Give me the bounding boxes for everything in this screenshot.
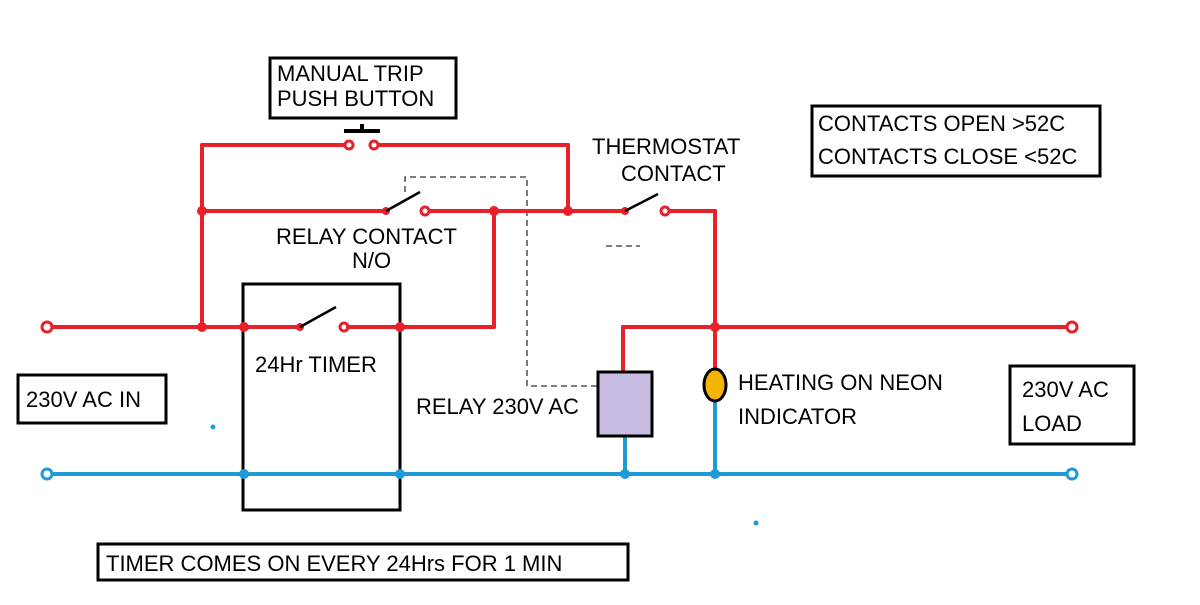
relay-coil (596, 370, 654, 438)
neutral-wiring (45, 399, 1074, 476)
manual-trip-push-button (343, 124, 380, 151)
neutral-in-terminal (40, 467, 54, 481)
ac-in-label-box: 230V AC IN (16, 373, 168, 425)
live-load-terminal (1065, 320, 1079, 334)
neon-lamp-icon (702, 367, 728, 403)
stray-dot (753, 520, 759, 526)
contacts-close-label: CONTACTS CLOSE <52C (818, 144, 1077, 169)
neutral-load-terminal (1065, 467, 1079, 481)
timer-label: 24Hr TIMER (255, 352, 377, 377)
relay-label: RELAY 230V AC (416, 394, 579, 419)
relay-mechanical-link (404, 176, 597, 387)
manual-trip-label-line2: PUSH BUTTON (277, 86, 434, 111)
live-wiring (45, 143, 1074, 374)
load-label-line2: LOAD (1022, 411, 1082, 436)
timer-note-label-box: TIMER COMES ON EVERY 24Hrs FOR 1 MIN (96, 542, 630, 582)
contacts-open-label: CONTACTS OPEN >52C (818, 111, 1065, 136)
live-in-terminal (40, 320, 54, 334)
timer-note-label: TIMER COMES ON EVERY 24Hrs FOR 1 MIN (106, 551, 562, 576)
relay-contact-switch (382, 190, 431, 217)
contacts-threshold-label-box: CONTACTS OPEN >52C CONTACTS CLOSE <52C (810, 104, 1102, 178)
thermostat-label-line1: THERMOSTAT (592, 134, 740, 159)
timer-contact-switch (242, 305, 402, 333)
timer-box (241, 282, 402, 512)
load-label-box: 230V AC LOAD (1008, 364, 1136, 446)
junction-nodes (197, 206, 720, 479)
relay-contact-label-line2: N/O (352, 248, 391, 273)
manual-trip-label-line1: MANUAL TRIP (277, 61, 424, 86)
manual-trip-label-box: MANUAL TRIP PUSH BUTTON (268, 56, 458, 120)
thermostat-contact-switch (621, 192, 671, 217)
stray-dot (210, 424, 216, 430)
thermostat-label-line2: CONTACT (621, 161, 726, 186)
neon-label-line2: INDICATOR (738, 404, 857, 429)
relay-contact-label-line1: RELAY CONTACT (276, 224, 457, 249)
neon-label-line1: HEATING ON NEON (738, 370, 943, 395)
load-label-line1: 230V AC (1022, 377, 1109, 402)
ac-in-label: 230V AC IN (26, 387, 141, 412)
